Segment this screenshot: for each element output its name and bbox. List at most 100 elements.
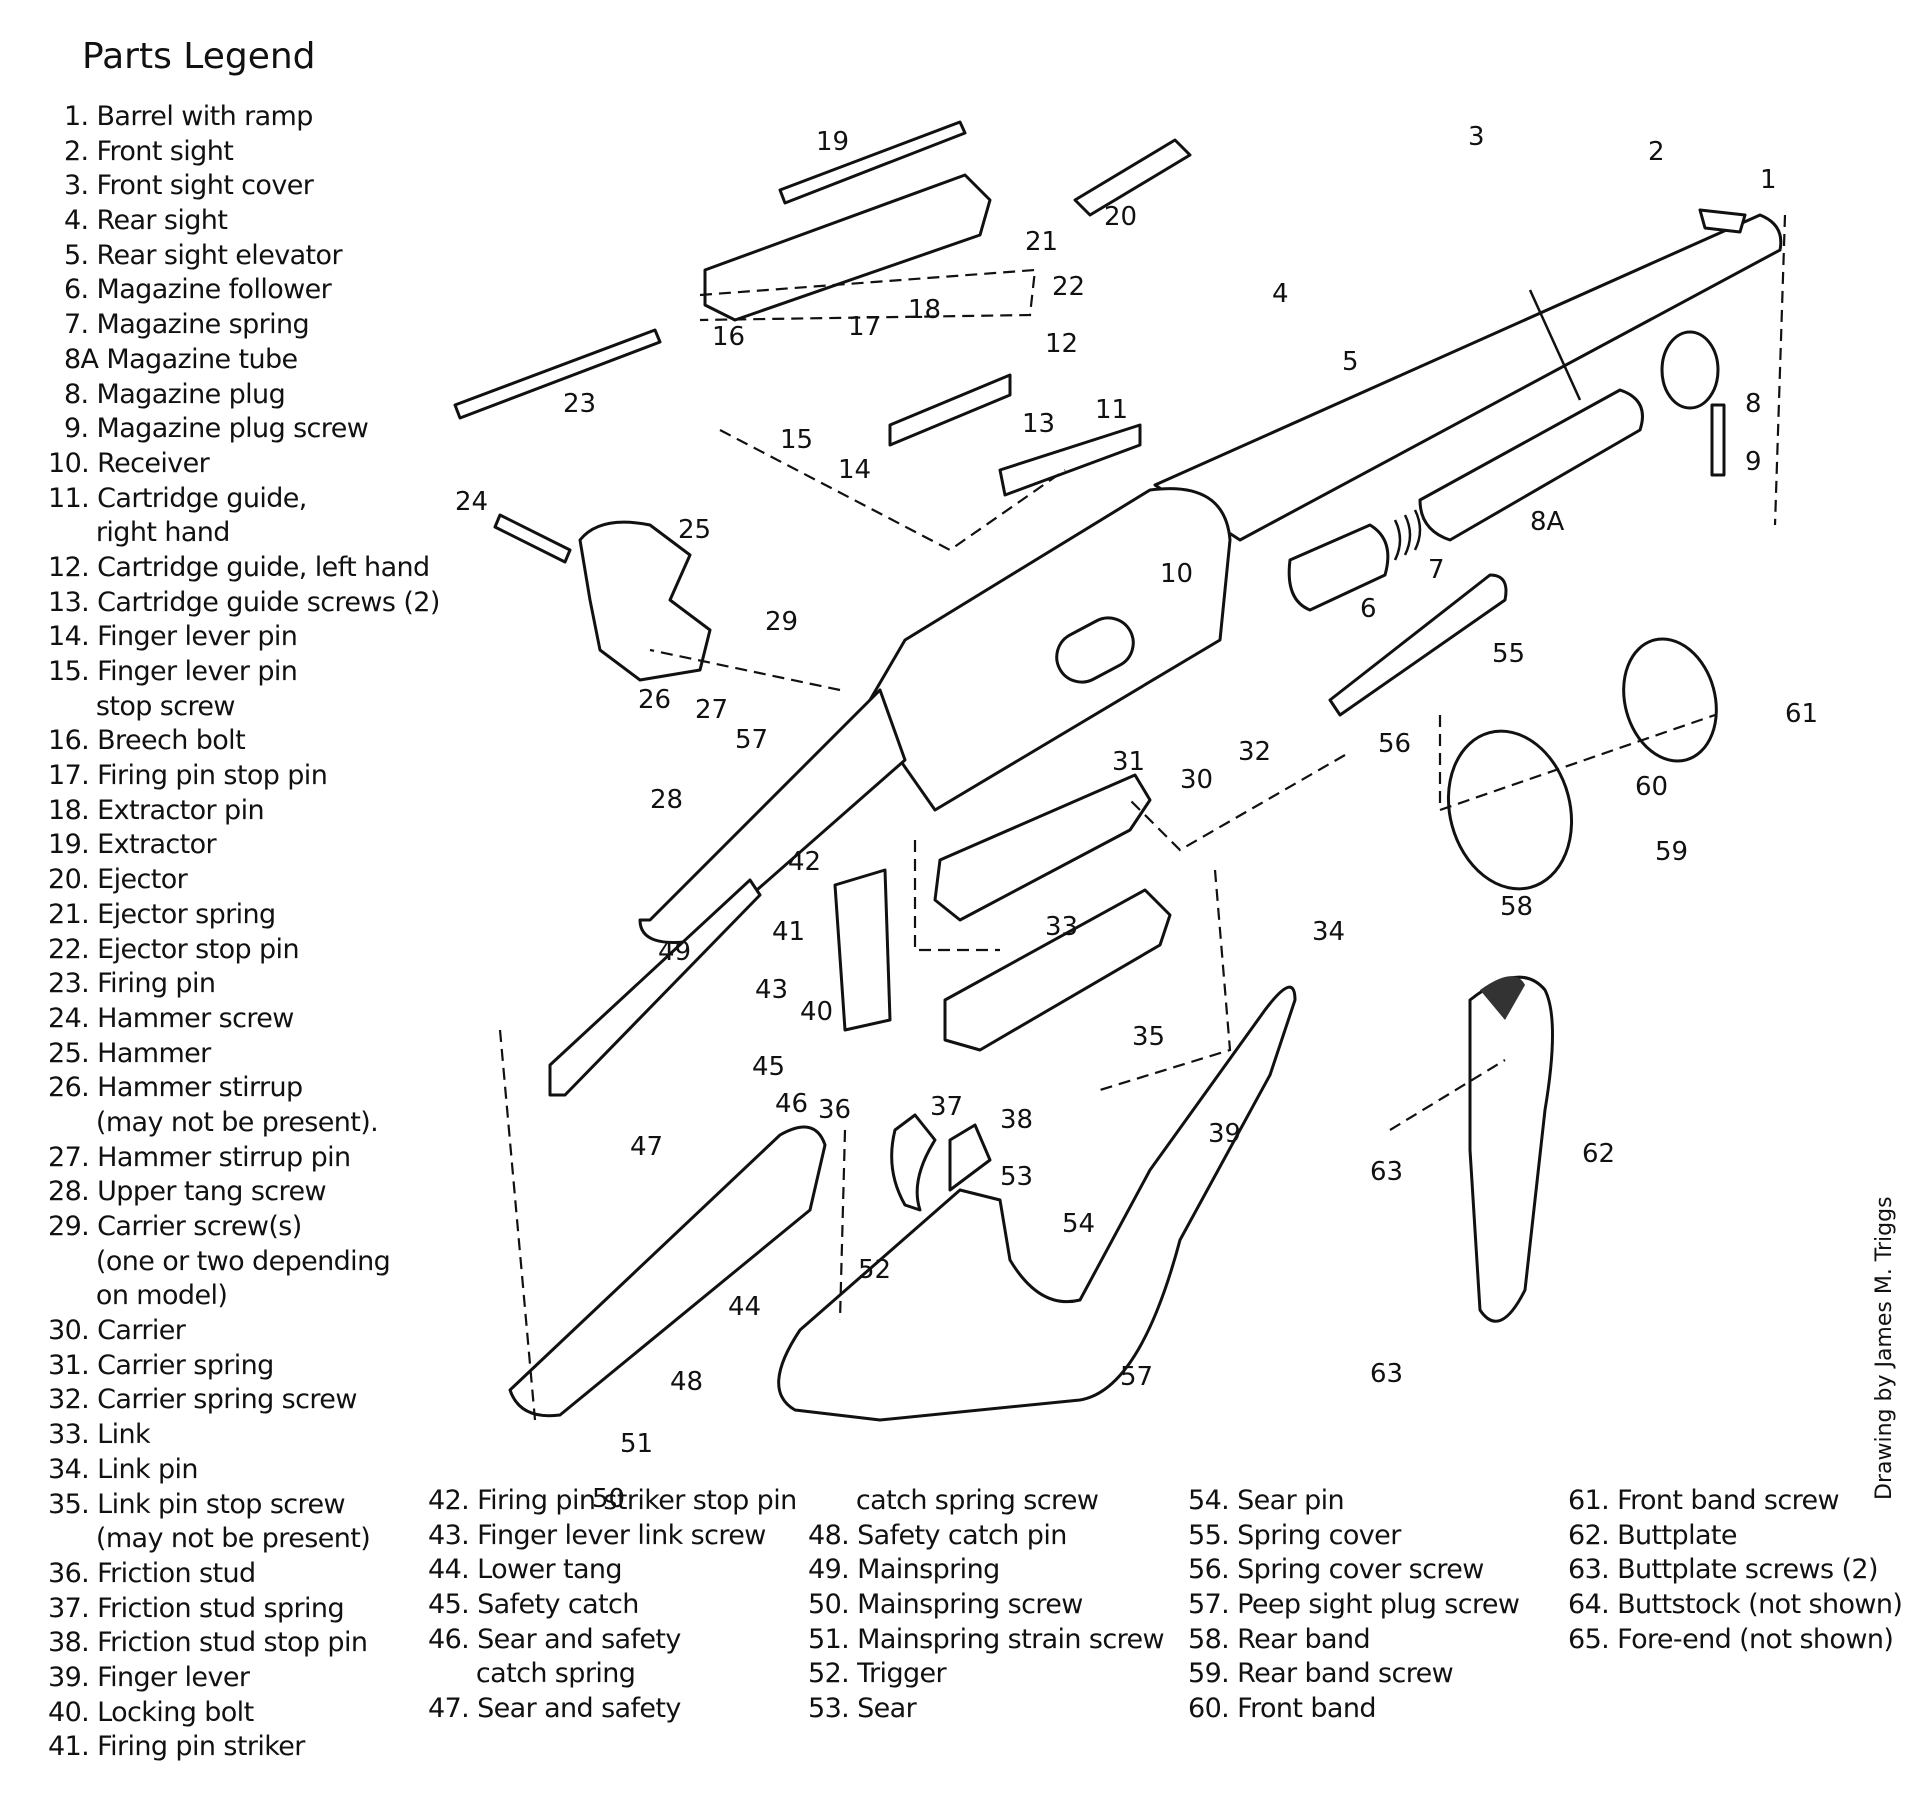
- legend-item: 6. Magazine follower: [48, 274, 332, 306]
- callout-51: 51: [620, 1429, 653, 1459]
- legend-item: 13. Cartridge guide screws (2): [48, 586, 440, 618]
- buttplate-part: [1468, 975, 1554, 1323]
- callout-12: 12: [1045, 329, 1078, 359]
- legend-item: 5. Rear sight elevator: [48, 239, 343, 271]
- callout-41: 41: [772, 917, 805, 947]
- legend-item: 57. Peep sight plug screw: [1188, 1589, 1520, 1621]
- callout-17: 17: [848, 312, 881, 342]
- callout-13: 13: [1022, 409, 1055, 439]
- legend-item: 45. Safety catch: [428, 1589, 639, 1621]
- legend-item: 9. Magazine plug screw: [48, 413, 369, 445]
- callout-58: 58: [1500, 892, 1533, 922]
- callout-1: 1: [1760, 165, 1777, 195]
- callout-61: 61: [1785, 699, 1818, 729]
- callout-8a: 8A: [1530, 507, 1565, 537]
- legend-item: (may not be present): [48, 1523, 371, 1555]
- breech-bolt-part: [453, 120, 1192, 420]
- legend-item: 65. Fore-end (not shown): [1568, 1623, 1894, 1655]
- callout-22: 22: [1052, 272, 1085, 302]
- barrel-part: [1153, 208, 1783, 542]
- legend-item: 34. Link pin: [48, 1453, 199, 1485]
- legend-item: 44. Lower tang: [428, 1554, 623, 1586]
- callout-9: 9: [1745, 447, 1762, 477]
- legend-item: 8A Magazine tube: [48, 343, 298, 375]
- callout-45: 45: [752, 1052, 785, 1082]
- legend-item: 54. Sear pin: [1188, 1485, 1345, 1516]
- legend-item: 30. Carrier: [48, 1315, 186, 1347]
- part-callouts: 1 2 3 4 5 6 7 8 8A 9 10 11 12 13 14 15 1…: [455, 122, 1818, 1514]
- callout-55: 55: [1492, 639, 1525, 669]
- legend-item: 28. Upper tang screw: [48, 1176, 327, 1208]
- legend-item: 36. Friction stud: [48, 1557, 256, 1589]
- callout-40: 40: [800, 997, 833, 1027]
- callout-56: 56: [1378, 729, 1411, 759]
- legend-item: 48. Safety catch pin: [808, 1519, 1067, 1551]
- callout-39: 39: [1208, 1119, 1241, 1149]
- legend-item: 31. Carrier spring: [48, 1349, 274, 1381]
- callout-20: 20: [1104, 202, 1137, 232]
- legend-item: stop screw: [48, 690, 236, 722]
- legend-item: 24. Hammer screw: [48, 1002, 294, 1034]
- legend-item: 29. Carrier screw(s): [48, 1211, 302, 1242]
- callout-42: 42: [788, 847, 821, 877]
- legend-item: 56. Spring cover screw: [1188, 1554, 1484, 1586]
- callout-10: 10: [1160, 559, 1193, 589]
- legend-item: catch spring: [428, 1658, 636, 1690]
- legend-item: 12. Cartridge guide, left hand: [48, 551, 430, 583]
- legend-item: 64. Buttstock (not shown): [1568, 1589, 1903, 1621]
- carrier-part: [833, 773, 1172, 1052]
- callout-31: 31: [1112, 747, 1145, 777]
- legend-item: 15. Finger lever pin: [48, 656, 298, 687]
- callout-53: 53: [1000, 1162, 1033, 1192]
- legend-item: 4. Rear sight: [48, 205, 228, 237]
- callout-23: 23: [563, 389, 596, 419]
- legend-column-1: 1. Barrel with ramp 2. Front sight 3. Fr…: [48, 100, 440, 1765]
- legend-item: 33. Link: [48, 1419, 151, 1451]
- callout-3: 3: [1468, 122, 1485, 152]
- callout-35: 35: [1132, 1022, 1165, 1052]
- callout-25: 25: [678, 515, 711, 545]
- legend-item: 25. Hammer: [48, 1037, 211, 1069]
- front-band-part: [1622, 637, 1718, 763]
- legend-item: 3. Front sight cover: [48, 170, 314, 202]
- legend-item: 38. Friction stud stop pin: [48, 1627, 368, 1659]
- finger-lever-part: [777, 985, 1297, 1422]
- legend-item: 49. Mainspring: [808, 1554, 1000, 1586]
- callout-27: 27: [695, 695, 728, 725]
- legend-item: 22. Ejector stop pin: [48, 933, 300, 965]
- callout-11: 11: [1095, 395, 1128, 425]
- legend-item: 1. Barrel with ramp: [48, 101, 313, 132]
- legend-item: 50. Mainspring screw: [808, 1589, 1083, 1621]
- legend-item: 39. Finger lever: [48, 1661, 250, 1693]
- legend-item: 27. Hammer stirrup pin: [48, 1141, 351, 1173]
- legend-item: 46. Sear and safety: [428, 1623, 681, 1655]
- callout-33: 33: [1045, 912, 1078, 942]
- callout-21: 21: [1025, 227, 1058, 257]
- legend-item: 61. Front band screw: [1568, 1485, 1840, 1516]
- callout-28: 28: [650, 785, 683, 815]
- callout-57-bottom: 57: [1120, 1362, 1153, 1392]
- cartridge-guide-part: [888, 373, 1142, 497]
- legend-item: 7. Magazine spring: [48, 309, 310, 341]
- spring-cover-part: [1328, 573, 1508, 717]
- legend-item: catch spring screw: [808, 1485, 1099, 1516]
- legend-item: 60. Front band: [1188, 1693, 1377, 1725]
- legend-item: 63. Buttplate screws (2): [1568, 1554, 1879, 1586]
- rear-band-part: [1446, 729, 1574, 891]
- legend-item: 42. Firing pin striker stop pin: [428, 1485, 797, 1516]
- legend-item: 35. Link pin stop screw: [48, 1488, 346, 1520]
- callout-2: 2: [1648, 137, 1665, 167]
- callout-44: 44: [728, 1292, 761, 1322]
- callout-38: 38: [1000, 1105, 1033, 1135]
- callout-52: 52: [858, 1255, 891, 1285]
- mainspring-part: [548, 878, 762, 1097]
- callout-7: 7: [1428, 555, 1445, 585]
- callout-34: 34: [1312, 917, 1345, 947]
- callout-18: 18: [908, 295, 941, 325]
- callout-63-top: 63: [1370, 1157, 1403, 1187]
- legend-item: 41. Firing pin striker: [48, 1731, 305, 1763]
